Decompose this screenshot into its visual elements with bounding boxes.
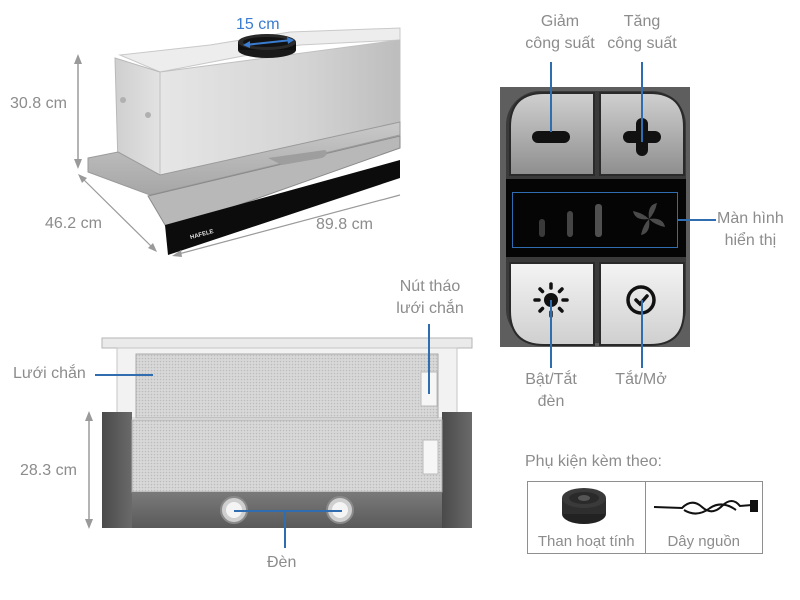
lights-label: Đèn (267, 554, 297, 571)
carbon-filter-icon (562, 488, 606, 524)
accessory-carbon-filter: Than hoạt tính (528, 482, 645, 553)
accessory-power-cord: Dây nguồn (644, 482, 763, 553)
power-toggle-label: Tắt/Mở (615, 371, 667, 388)
fan-icon (633, 203, 665, 235)
lights-callout-horizontal (234, 510, 342, 512)
duct-diameter-label: 15 cm (236, 16, 280, 33)
power-callout-line (641, 300, 643, 368)
display-label: Màn hình hiển thị (717, 210, 784, 249)
decrease-power-label: Giảm công suất (525, 13, 595, 52)
power-level-bar-3 (595, 204, 602, 237)
hood-3d-view: HAFELE 15 cm 30.8 cm 46.2 cm 89.8 cm (0, 0, 420, 270)
width-dimension-label: 89.8 cm (316, 216, 373, 233)
power-level-bar-2 (567, 211, 573, 237)
accessories-table: Than hoạt tính Dây nguồn (527, 481, 763, 554)
hood-3d-illustration (74, 27, 401, 257)
accessory-label: Dây nguồn (667, 533, 741, 550)
display-screen (512, 192, 678, 248)
depth-dimension-label: 46.2 cm (45, 215, 102, 232)
light-toggle-button[interactable] (510, 263, 594, 345)
minus-icon (532, 131, 570, 143)
display-callout-line (678, 219, 716, 221)
power-cord-icon (653, 500, 758, 515)
hood-front-view: Nút tháo lưới chắn Lưới chắn 28.3 cm Đèn (0, 270, 480, 600)
light-toggle-label: Bật/Tắt đèn (525, 371, 577, 410)
front-height-dimension-label: 28.3 cm (20, 462, 77, 479)
height-dimension-label: 30.8 cm (10, 95, 67, 112)
filter-release-label: Nút tháo lưới chắn (396, 278, 464, 317)
lights-callout-vertical (284, 510, 286, 548)
accessories-title: Phụ kiện kèm theo: (525, 453, 662, 470)
accessory-label: Than hoạt tính (537, 533, 635, 550)
front-view-illustration (85, 337, 473, 529)
filter-label: Lưới chắn (13, 365, 86, 382)
filter-callout-line (95, 374, 153, 376)
increase-power-label: Tăng công suất (607, 13, 677, 52)
increase-callout-line (641, 62, 643, 142)
control-panel-illustration (500, 87, 690, 347)
control-panel-view: Giảm công suất Tăng công suất (490, 0, 800, 420)
decrease-power-button[interactable] (510, 93, 594, 175)
filter-release-callout-line (428, 324, 430, 394)
light-callout-line (550, 300, 552, 368)
power-level-bar-1 (539, 219, 545, 237)
decrease-callout-line (550, 62, 552, 132)
